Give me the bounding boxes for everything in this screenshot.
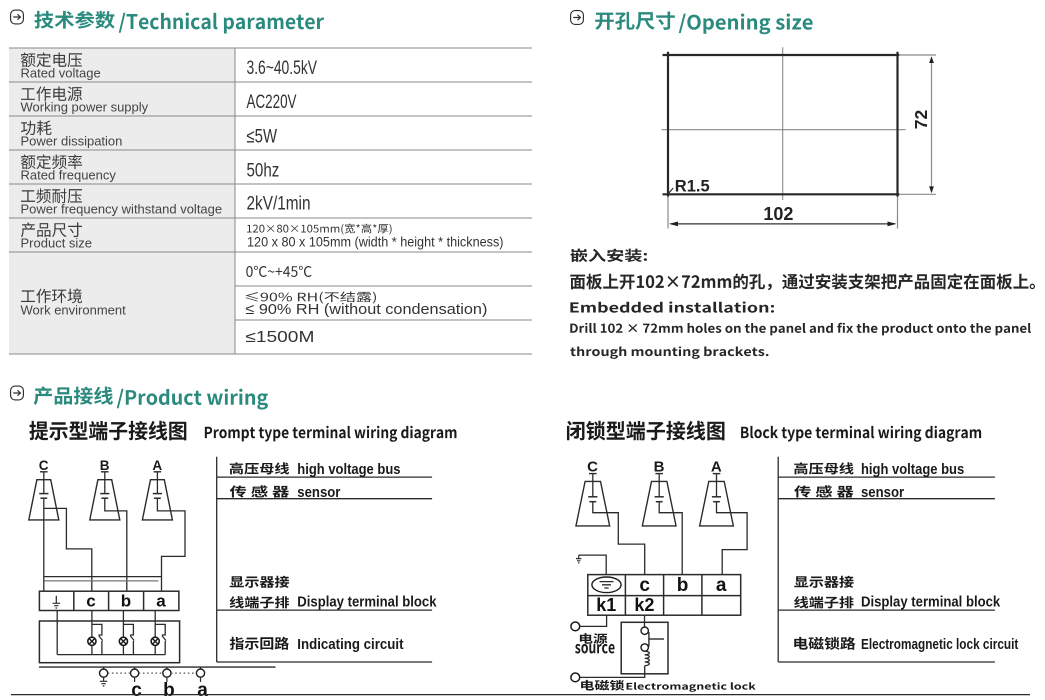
svg-text:Rated voltage: Rated voltage xyxy=(21,65,101,80)
svg-text:C: C xyxy=(587,459,598,476)
svg-text:high voltage bus: high voltage bus xyxy=(297,461,400,478)
svg-text:Indicating circuit: Indicating circuit xyxy=(297,636,403,653)
svg-text:≤ 90% RH (without condensation: ≤ 90% RH (without condensation) xyxy=(245,301,487,318)
svg-text:≤1500M: ≤1500M xyxy=(245,329,314,346)
svg-text:k2: k2 xyxy=(634,595,654,615)
svg-text:k1: k1 xyxy=(596,595,616,615)
svg-text:Work environment: Work environment xyxy=(21,303,127,318)
svg-text:2kV/1min: 2kV/1min xyxy=(247,194,311,215)
svg-text:B: B xyxy=(654,459,665,476)
svg-text:B: B xyxy=(100,458,110,473)
svg-text:c: c xyxy=(86,592,95,611)
svg-text:50hz: 50hz xyxy=(247,161,280,182)
svg-text:b: b xyxy=(121,592,131,611)
svg-text:Rated frequency: Rated frequency xyxy=(21,167,117,182)
svg-text:sensor: sensor xyxy=(297,484,340,501)
svg-text:Electromagnetic lock circuit: Electromagnetic lock circuit xyxy=(861,636,1018,653)
svg-text:A: A xyxy=(152,458,162,473)
svg-text:A: A xyxy=(711,459,722,476)
svg-text:a: a xyxy=(197,680,208,700)
svg-text:AC220V: AC220V xyxy=(247,92,297,113)
svg-text:3.6~40.5kV: 3.6~40.5kV xyxy=(247,58,318,79)
svg-text:a: a xyxy=(716,575,727,596)
svg-text:Display terminal block: Display terminal block xyxy=(861,593,1001,610)
svg-text:sensor: sensor xyxy=(861,484,904,501)
svg-text:Product size: Product size xyxy=(21,235,93,250)
svg-text:c: c xyxy=(639,575,650,596)
svg-text:high voltage bus: high voltage bus xyxy=(861,461,964,478)
svg-text:Working power supply: Working power supply xyxy=(21,99,149,114)
svg-text:b: b xyxy=(677,575,689,596)
svg-text:c: c xyxy=(131,680,142,700)
svg-text:Display terminal block: Display terminal block xyxy=(297,593,437,610)
svg-text:102: 102 xyxy=(763,204,793,224)
svg-text:a: a xyxy=(156,592,166,611)
svg-text:72: 72 xyxy=(911,110,931,130)
svg-text:R1.5: R1.5 xyxy=(675,177,710,195)
svg-text:b: b xyxy=(163,680,175,700)
svg-text:Power frequency withstand volt: Power frequency withstand voltage xyxy=(21,201,223,216)
svg-text:C: C xyxy=(39,458,49,473)
svg-text:Power dissipation: Power dissipation xyxy=(21,133,123,148)
svg-text:≤5W: ≤5W xyxy=(247,127,278,148)
svg-text:120 x 80 x 105mm (width * heig: 120 x 80 x 105mm (width * height * thick… xyxy=(247,234,504,249)
